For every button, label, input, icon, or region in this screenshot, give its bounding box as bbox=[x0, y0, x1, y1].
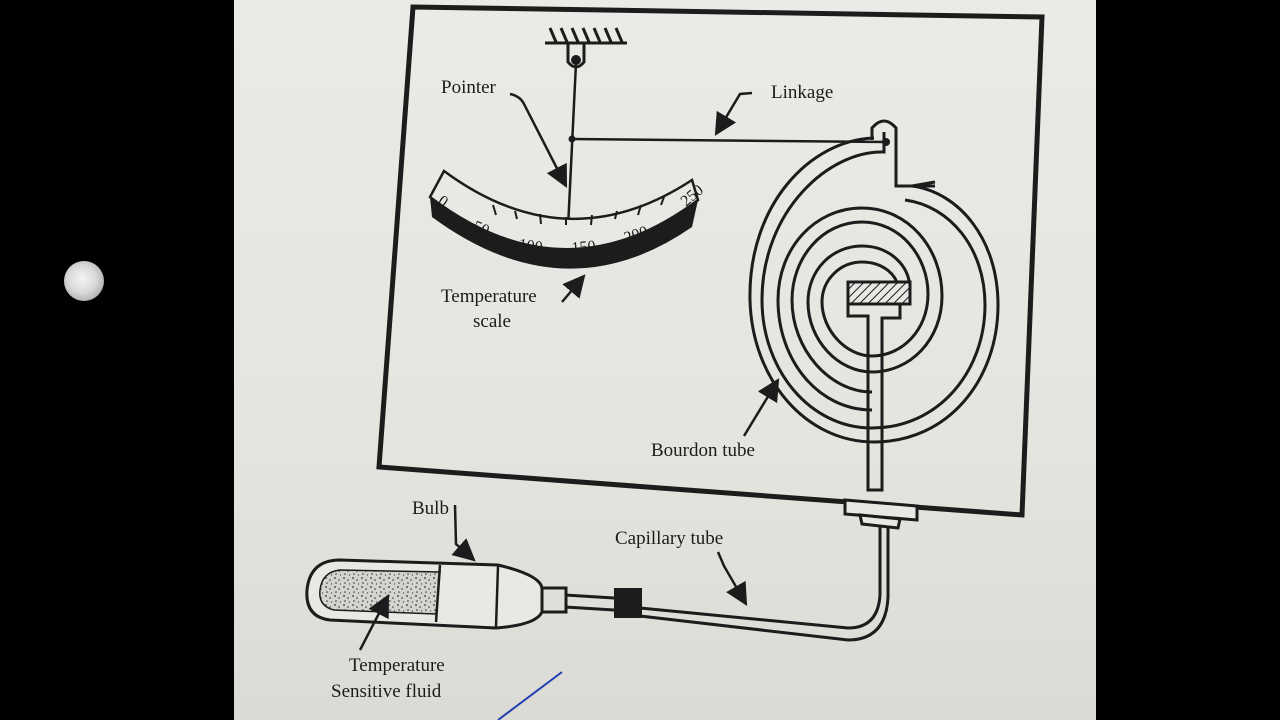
fluid-leader bbox=[358, 594, 390, 651]
pointer-leader bbox=[509, 92, 568, 189]
label-bulb: Bulb bbox=[412, 498, 449, 519]
pointer bbox=[566, 62, 578, 229]
temperature-scale bbox=[428, 169, 700, 269]
coupling bbox=[614, 588, 642, 618]
pen-mark bbox=[497, 671, 563, 720]
scale-tick-100: 100 bbox=[517, 236, 543, 256]
scale-leader bbox=[561, 274, 586, 303]
label-fluid-2: Sensitive fluid bbox=[331, 681, 442, 702]
linkage-leader bbox=[714, 91, 753, 136]
tube-anchor-block bbox=[846, 280, 912, 306]
capillary-leader bbox=[716, 551, 748, 606]
bulb-leader bbox=[451, 504, 476, 562]
capillary-tube bbox=[639, 498, 919, 642]
scale-tick-200: 200 bbox=[622, 223, 650, 247]
label-pointer: Pointer bbox=[441, 77, 497, 98]
label-temperature-scale-1: Temperature bbox=[441, 286, 537, 307]
label-linkage: Linkage bbox=[771, 82, 833, 103]
bulb bbox=[305, 558, 544, 630]
label-bourdon-tube: Bourdon tube bbox=[651, 440, 755, 461]
linkage-rod bbox=[571, 137, 887, 144]
label-temperature-scale-2: scale bbox=[473, 311, 511, 332]
bourdon-leader bbox=[742, 378, 780, 437]
bourdon-spiral bbox=[748, 132, 1000, 444]
label-fluid-1: Temperature bbox=[349, 655, 445, 676]
scale-tick-150: 150 bbox=[571, 238, 596, 257]
pivot-support bbox=[545, 27, 627, 69]
floating-record-button[interactable] bbox=[64, 261, 104, 301]
instrument-case bbox=[376, 4, 1045, 518]
scale-tick-50: 50 bbox=[471, 218, 492, 240]
label-capillary-tube: Capillary tube bbox=[615, 528, 723, 549]
